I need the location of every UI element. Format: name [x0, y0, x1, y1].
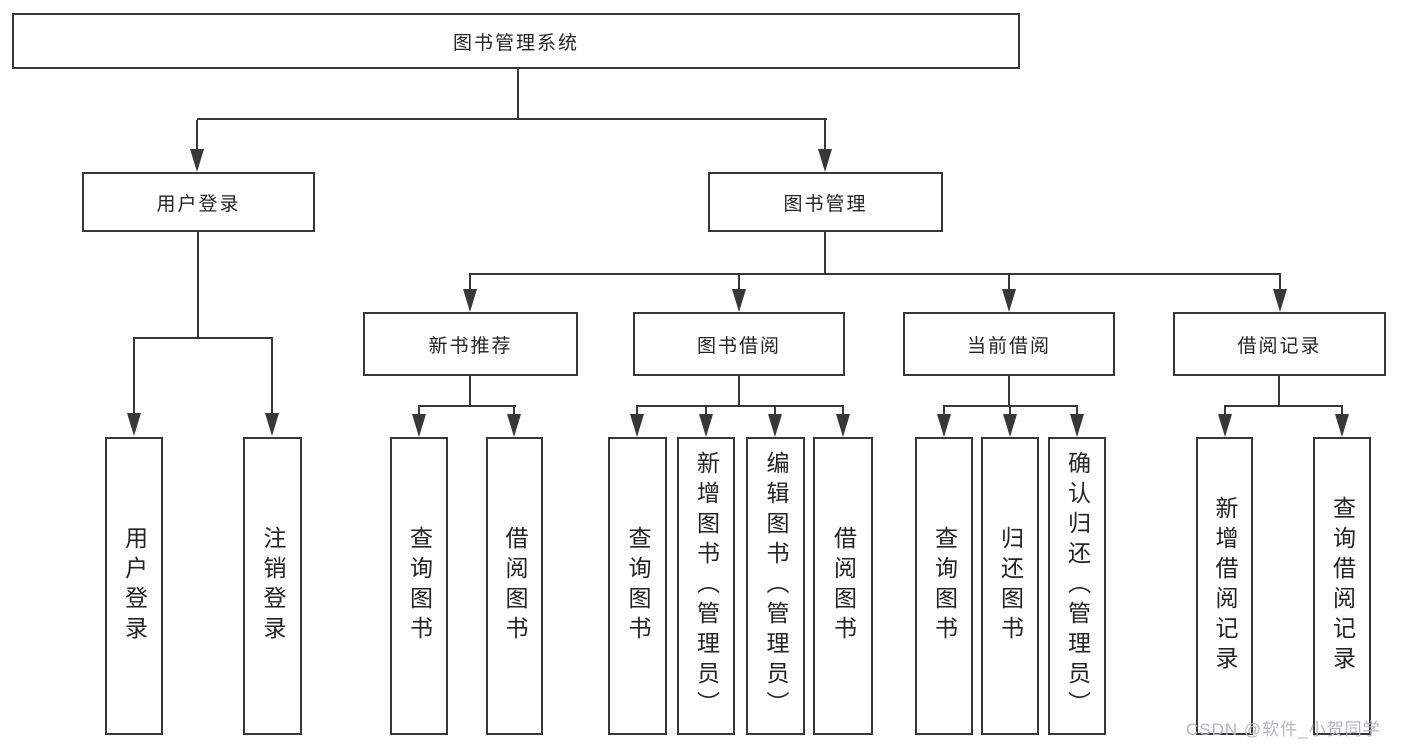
node-book-management: 图书管理 — [708, 172, 943, 232]
arrow-down-icon — [1002, 289, 1016, 312]
arrow-down-icon — [699, 414, 713, 437]
arrow-down-icon — [412, 414, 426, 437]
connector-line — [1224, 407, 1226, 414]
node-user-login: 用户登录 — [82, 172, 315, 232]
leaf-bb-query-books: 查询图书 — [608, 437, 667, 735]
leaf-label: 借阅图书 — [502, 526, 528, 646]
leaf-nb-query-books: 查询图书 — [390, 437, 448, 735]
leaf-label: 借阅图书 — [830, 526, 857, 646]
connector-line — [774, 407, 776, 414]
node-root: 图书管理系统 — [12, 13, 1020, 69]
connector-line — [517, 69, 519, 118]
arrow-down-icon — [768, 414, 782, 437]
connector-line — [271, 339, 273, 413]
connector-line — [636, 407, 638, 414]
leaf-cb-confirm-return-admin: 确认归还（管理员） — [1048, 437, 1106, 735]
arrow-down-icon — [1218, 414, 1232, 437]
node-label: 新书推荐 — [428, 335, 513, 357]
connector-line — [133, 337, 273, 339]
node-label: 借阅记录 — [1237, 335, 1322, 357]
connector-line — [1008, 376, 1010, 405]
leaf-bb-edit-books-admin: 编辑图书（管理员） — [746, 437, 805, 735]
connector-line — [513, 407, 515, 414]
connector-line — [1278, 376, 1280, 405]
node-label: 当前借阅 — [966, 335, 1051, 357]
leaf-cb-query-books: 查询图书 — [915, 437, 973, 735]
connector-line — [469, 376, 471, 405]
connector-line — [1224, 405, 1343, 407]
arrow-down-icon — [265, 413, 279, 436]
node-book-borrowing: 图书借阅 — [633, 312, 845, 376]
connector-line — [943, 407, 945, 414]
connector-line — [943, 405, 1078, 407]
arrow-down-icon — [127, 413, 141, 436]
node-label: 图书借阅 — [696, 335, 781, 357]
node-label: 图书管理系统 — [452, 32, 579, 54]
arrow-down-icon — [1335, 414, 1349, 437]
connector-line — [738, 275, 740, 289]
connector-line — [738, 376, 740, 405]
node-current-borrowing: 当前借阅 — [903, 312, 1115, 376]
connector-line — [418, 407, 420, 414]
leaf-label: 查询图书 — [625, 526, 651, 646]
arrow-down-icon — [630, 414, 644, 437]
arrow-down-icon — [1273, 289, 1287, 312]
leaf-user-login: 用户登录 — [105, 437, 163, 735]
node-borrowing-records: 借阅记录 — [1173, 312, 1386, 376]
connector-line — [197, 232, 199, 337]
connector-line — [1341, 407, 1343, 414]
leaf-label: 编辑图书（管理员） — [763, 451, 789, 721]
arrow-down-icon — [732, 289, 746, 312]
leaf-label: 查询图书 — [406, 526, 433, 646]
leaf-br-query-borrow-record: 查询借阅记录 — [1313, 437, 1371, 735]
leaf-bb-add-books-admin: 新增图书（管理员） — [677, 437, 735, 735]
arrow-down-icon — [1003, 414, 1017, 437]
leaf-label: 用户登录 — [121, 526, 148, 646]
leaf-label: 查询图书 — [931, 526, 958, 646]
leaf-nb-borrow-books: 借阅图书 — [486, 437, 543, 735]
node-new-book-recommendation: 新书推荐 — [363, 312, 578, 376]
connector-line — [824, 120, 826, 150]
leaf-logout: 注销登录 — [243, 437, 302, 735]
arrow-down-icon — [818, 149, 832, 172]
connector-line — [196, 120, 198, 150]
leaf-label: 新增图书（管理员） — [693, 451, 720, 721]
csdn-watermark: CSDN @软件_小贺同学 — [1186, 720, 1381, 739]
node-label: 图书管理 — [783, 193, 868, 215]
connector-line — [1009, 407, 1011, 414]
arrow-down-icon — [463, 289, 477, 312]
connector-line — [197, 118, 827, 120]
arrow-down-icon — [190, 149, 204, 172]
connector-line — [469, 275, 471, 289]
connector-line — [133, 339, 135, 413]
leaf-bb-borrow-books: 借阅图书 — [813, 437, 873, 735]
leaf-label: 注销登录 — [260, 526, 286, 646]
leaf-br-add-borrow-record: 新增借阅记录 — [1196, 437, 1253, 735]
arrow-down-icon — [937, 414, 951, 437]
connector-line — [705, 407, 707, 414]
leaf-label: 归还图书 — [997, 526, 1024, 646]
leaf-label: 确认归还（管理员） — [1064, 451, 1091, 721]
node-label: 用户登录 — [156, 193, 241, 215]
connector-line — [636, 405, 844, 407]
connector-line — [1008, 275, 1010, 289]
leaf-cb-return-books: 归还图书 — [981, 437, 1039, 735]
arrow-down-icon — [507, 414, 521, 437]
connector-line — [418, 405, 516, 407]
connector-line — [469, 273, 1281, 275]
connector-line — [1279, 275, 1281, 289]
arrow-down-icon — [1070, 414, 1084, 437]
connector-line — [842, 407, 844, 414]
connector-line — [824, 232, 826, 273]
connector-line — [1076, 407, 1078, 414]
leaf-label: 查询借阅记录 — [1329, 496, 1356, 676]
arrow-down-icon — [836, 414, 850, 437]
leaf-label: 新增借阅记录 — [1212, 496, 1238, 676]
